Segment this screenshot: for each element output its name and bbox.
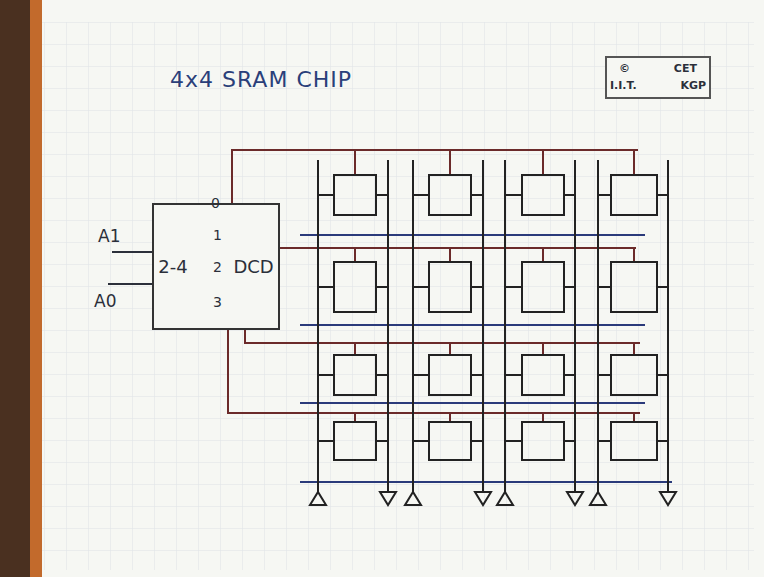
address-pin: A1 — [98, 227, 120, 246]
decoder-output: 3 — [213, 295, 222, 310]
decoder-output: 2 — [213, 260, 222, 275]
copyright-text: © CET — [619, 61, 697, 78]
title: 4x4 SRAM CHIP — [170, 68, 352, 92]
decoder-output: 0 — [211, 196, 220, 211]
decoder-output: 1 — [213, 228, 222, 243]
institute-text: I.I.T. KGP — [610, 78, 706, 95]
copyright-box: © CETI.I.T. KGP — [605, 56, 711, 99]
address-pin: A0 — [94, 292, 116, 311]
